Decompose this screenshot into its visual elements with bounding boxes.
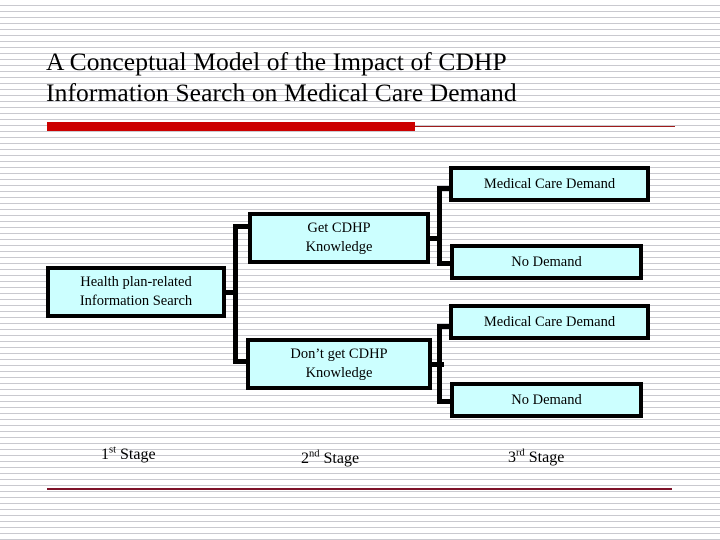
page-title-line-2: Information Search on Medical Care Deman… bbox=[46, 78, 517, 107]
stage-3-word: Stage bbox=[528, 449, 565, 466]
connector-get-to-no-demand bbox=[437, 261, 453, 266]
node-no-demand-lower: No Demand bbox=[450, 382, 643, 418]
node-no-demand-upper-label: No Demand bbox=[511, 253, 582, 270]
node-get-cdhp-knowledge: Get CDHP Knowledge bbox=[248, 212, 430, 264]
stage-1-ordinal: st bbox=[109, 444, 117, 456]
node-search-line-1: Health plan-related bbox=[80, 274, 192, 290]
node-get-line-2: Knowledge bbox=[305, 239, 373, 255]
stage-2-word: Stage bbox=[323, 450, 360, 467]
node-dontget-line-2: Knowledge bbox=[305, 365, 373, 381]
node-no-demand-upper: No Demand bbox=[450, 244, 643, 280]
connector-dontget-to-no-demand bbox=[437, 399, 453, 404]
connector-dontget-stem bbox=[428, 362, 444, 367]
stage-label-2: 2nd Stage bbox=[301, 448, 360, 468]
connector-search-stem bbox=[222, 290, 238, 295]
page-title-line-1: A Conceptual Model of the Impact of CDHP bbox=[46, 47, 507, 76]
node-medical-care-demand-upper-label: Medical Care Demand bbox=[483, 175, 616, 192]
connector-search-to-get bbox=[233, 224, 250, 229]
stage-3-number: 3 bbox=[508, 449, 516, 466]
node-no-demand-lower-label: No Demand bbox=[511, 391, 582, 408]
connector-search-to-dontget bbox=[233, 359, 248, 364]
stage-3-ordinal: rd bbox=[516, 447, 525, 459]
title-rule-thick bbox=[47, 122, 415, 131]
stage-2-ordinal: nd bbox=[309, 448, 320, 460]
connector-search-spine bbox=[233, 224, 238, 364]
connector-dontget-to-medical-care-demand bbox=[437, 324, 453, 329]
node-medical-care-demand-upper: Medical Care Demand bbox=[449, 166, 650, 202]
node-health-plan-information-search: Health plan-related Information Search bbox=[46, 266, 226, 318]
connector-dontget-spine bbox=[437, 324, 442, 400]
node-dontget-line-1: Don’t get CDHP bbox=[290, 346, 388, 362]
stage-2-number: 2 bbox=[301, 450, 309, 467]
stage-1-number: 1 bbox=[101, 446, 109, 463]
node-medical-care-demand-lower-label: Medical Care Demand bbox=[483, 313, 616, 330]
node-dont-get-cdhp-knowledge: Don’t get CDHP Knowledge bbox=[246, 338, 432, 390]
connector-get-spine bbox=[437, 186, 442, 266]
node-medical-care-demand-lower: Medical Care Demand bbox=[449, 304, 650, 340]
connector-get-to-medical-care-demand bbox=[437, 186, 453, 191]
node-get-line-1: Get CDHP bbox=[307, 220, 371, 236]
connector-get-stem bbox=[426, 236, 442, 241]
node-search-line-2: Information Search bbox=[79, 293, 193, 309]
stage-label-1: 1st Stage bbox=[101, 444, 156, 464]
stage-1-word: Stage bbox=[120, 446, 156, 463]
footer-rule bbox=[47, 488, 672, 490]
stage-label-3: 3rd Stage bbox=[508, 447, 565, 467]
page-title: A Conceptual Model of the Impact of CDHP… bbox=[46, 46, 678, 108]
